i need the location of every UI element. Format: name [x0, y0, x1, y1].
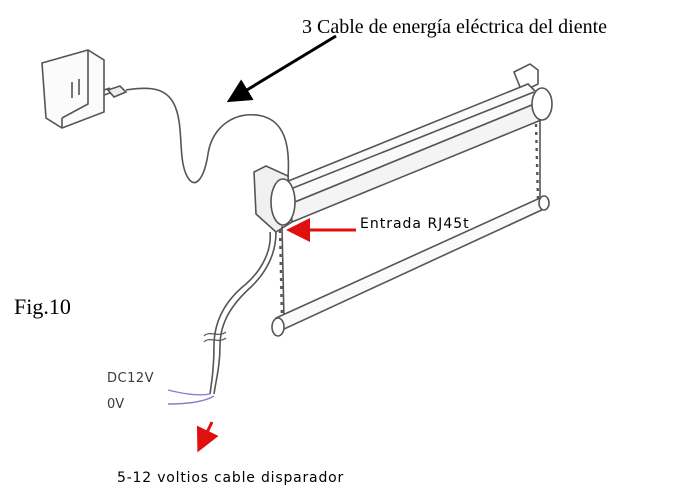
trigger-cable-label: 5-12 voltios cable disparador [117, 470, 345, 486]
figure-label: Fig.10 [14, 294, 71, 319]
trigger-wires [167, 389, 215, 405]
rj45-input-label: Entrada RJ45t [360, 216, 470, 232]
power-cable-arrow [226, 34, 337, 103]
trigger-cable [203, 231, 277, 395]
power-adapter [41, 49, 105, 129]
zero-voltage-label: 0V [107, 397, 125, 412]
power-cable-label: 3 Cable de energía eléctrica del diente [302, 16, 608, 38]
dc-voltage-label: DC12V [107, 371, 155, 386]
power-cable [103, 85, 290, 184]
roller-blind [253, 63, 553, 337]
trigger-arrow [196, 421, 219, 453]
